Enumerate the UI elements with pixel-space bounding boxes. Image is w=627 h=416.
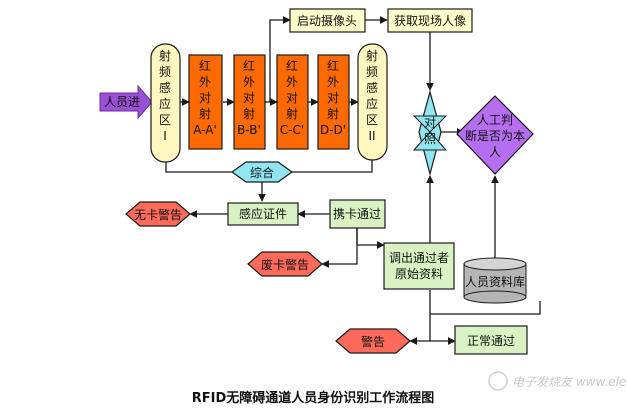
normal-pass-box: 正常通过	[454, 325, 528, 355]
person-entry-label: 人员进	[104, 95, 140, 109]
card-pass-label: 携卡通过	[333, 206, 381, 221]
line-judge-branch	[430, 301, 541, 315]
line-zone2-to-combine	[292, 158, 373, 173]
compare-label: 对照	[424, 116, 436, 146]
combine-shape: 综合	[230, 161, 294, 183]
watermark: 电子发烧友 www.elecfans.com	[488, 371, 627, 391]
person-entry-arrow: 人员进	[99, 84, 153, 120]
personnel-db-label: 人员资料库	[465, 274, 525, 289]
sense-card-label: 感应证件	[239, 206, 287, 221]
no-card-alert-label: 无卡警告	[134, 207, 182, 222]
start-camera-label: 启动摄像头	[297, 13, 357, 28]
diagram-title: RFID无障碍通道人员身份识别工作流程图	[192, 390, 435, 406]
watermark-logo-icon	[488, 371, 508, 391]
retrieve-data-box: 调出通过者原始资料	[383, 242, 455, 290]
capture-image-label: 获取现场人像	[394, 14, 466, 28]
line-zone1-to-combine	[165, 160, 232, 173]
alert-label: 警告	[361, 334, 385, 349]
no-card-alert-shape: 无卡警告	[125, 201, 191, 227]
invalid-card-alert-label: 废卡警告	[261, 257, 309, 272]
capture-image-box: 获取现场人像	[387, 8, 473, 33]
manual-judge-diamond: 人工判断是否为本人	[456, 95, 534, 175]
combine-label: 综合	[250, 165, 274, 180]
arrow-card-pass-to-invalid	[321, 228, 358, 268]
retrieve-data-label: 调出通过者原始资料	[389, 251, 449, 281]
start-camera-box: 启动摄像头	[289, 8, 366, 33]
alert-shape: 警告	[335, 328, 411, 354]
arrow-ir-to-camera	[269, 16, 291, 102]
normal-pass-label: 正常通过	[467, 334, 515, 348]
compare-diamond: 对照	[412, 89, 448, 177]
manual-judge-label: 人工判断是否为本人	[465, 113, 525, 159]
connectors	[165, 16, 541, 345]
personnel-db-cylinder: 人员资料库	[463, 257, 527, 304]
invalid-card-alert-shape: 废卡警告	[247, 251, 323, 277]
watermark-text: 电子发烧友 www.elecfans.com	[512, 375, 627, 389]
sense-card-box: 感应证件	[227, 202, 299, 226]
card-pass-box: 携卡通过	[329, 199, 386, 229]
